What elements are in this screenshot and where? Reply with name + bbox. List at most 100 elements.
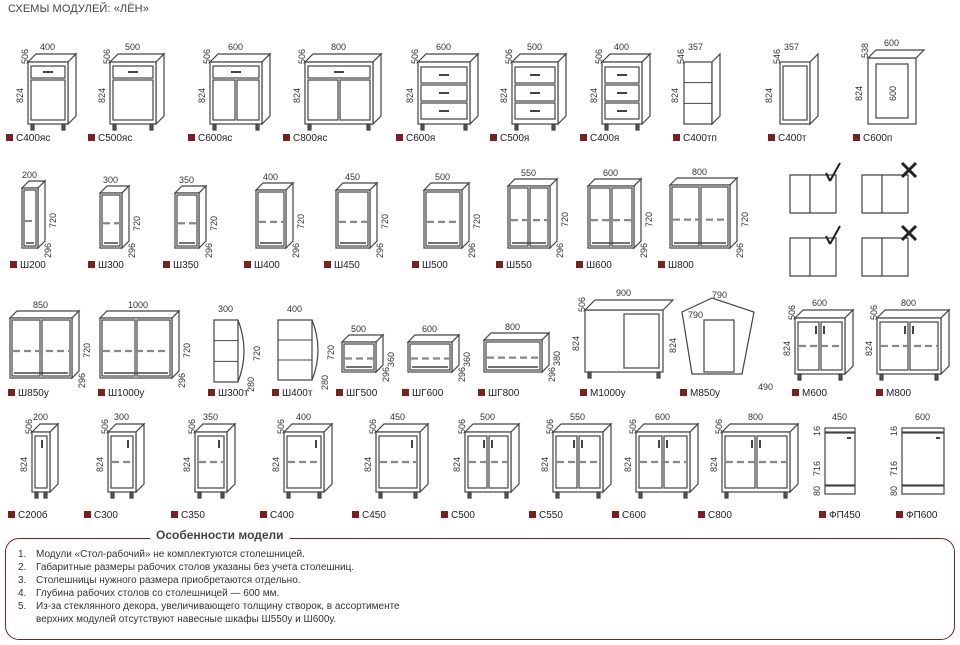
dimension-label: 506 xyxy=(24,418,34,434)
cabinet-top xyxy=(506,178,559,187)
dimension-label: 550 xyxy=(570,412,586,422)
dimension-label: 550 xyxy=(521,168,537,178)
cabinet-top xyxy=(98,310,181,319)
cabinet-side xyxy=(369,181,378,250)
cabinet-top xyxy=(406,334,461,343)
cabinet-side xyxy=(940,308,950,376)
module-marker-icon xyxy=(698,511,705,518)
dimension-label: 80 xyxy=(812,485,822,496)
module-code: М800 xyxy=(886,388,912,399)
door-front xyxy=(623,313,660,369)
module-code: С300 xyxy=(94,510,118,521)
cabinet-leg xyxy=(378,491,383,499)
module-label: ФП600 xyxy=(896,510,937,522)
dimension-label: 296 xyxy=(467,242,477,258)
cabinet-side xyxy=(469,52,479,126)
module-label: ШГ500 xyxy=(336,388,377,400)
rounded-side xyxy=(311,319,319,381)
cabinet-leg xyxy=(514,123,519,131)
cabinet-leg xyxy=(724,491,729,499)
module-label: ФП450 xyxy=(819,510,860,522)
module-label: Ш400т xyxy=(272,388,312,400)
check-icon xyxy=(825,235,831,245)
dimension-label: 80 xyxy=(889,485,899,496)
cabinet-leg xyxy=(551,123,556,131)
cabinet-side xyxy=(809,52,819,126)
door-front xyxy=(782,65,808,121)
cross-icon xyxy=(900,161,918,179)
door-front xyxy=(30,79,66,121)
door-front xyxy=(797,321,820,371)
cabinet-leg xyxy=(129,491,134,499)
note-item: 4.Глубина рабочих столов со столешницей … xyxy=(18,588,280,599)
module-label: С600я xyxy=(396,133,435,145)
note-item: верхних модулей отсутствуют навесные шка… xyxy=(36,614,337,625)
dimension-label: 720 xyxy=(132,215,142,231)
module-code: С350 xyxy=(181,510,205,521)
dimension-label: 824 xyxy=(19,456,29,472)
cabinet-leg xyxy=(420,123,425,131)
module-label: С400яс xyxy=(6,133,50,145)
front-panel xyxy=(901,432,945,486)
corner-scheme-part xyxy=(809,237,837,277)
module-schemes xyxy=(8,49,951,499)
cabinet-front xyxy=(683,61,713,125)
module-marker-icon xyxy=(163,261,170,268)
module-label: С300 xyxy=(84,510,118,522)
cabinet-front xyxy=(213,319,239,383)
cabinet-leg xyxy=(112,123,117,131)
dimension-label: 450 xyxy=(390,412,406,422)
dimension-label: 600 xyxy=(422,324,438,334)
module-label: Ш200 xyxy=(10,260,46,272)
cabinet-side xyxy=(171,309,180,380)
dimension-label: 300 xyxy=(103,175,119,185)
module-label: Ш300т xyxy=(208,388,248,400)
module-marker-icon xyxy=(171,511,178,518)
dimension-label: 360 xyxy=(386,351,396,367)
module-marker-icon xyxy=(658,261,665,268)
dimension-label: 824 xyxy=(182,456,192,472)
module-code: М1000у xyxy=(590,388,626,399)
dimension-label: 296 xyxy=(639,242,649,258)
dimension-label: 506 xyxy=(504,48,514,64)
dimension-label: 16 xyxy=(889,425,899,436)
cabinet-top xyxy=(303,53,383,63)
module-label: С600яс xyxy=(188,133,232,145)
module-marker-icon xyxy=(98,389,105,396)
dimension-label: 824 xyxy=(709,456,719,472)
cabinet-side xyxy=(557,52,567,126)
module-code: Ш300 xyxy=(98,260,124,271)
door-front xyxy=(589,187,611,247)
cabinet-leg xyxy=(879,373,884,381)
cabinet-leg xyxy=(656,371,661,379)
module-marker-icon xyxy=(441,511,448,518)
cabinet-leg xyxy=(463,123,468,131)
corner-scheme-part xyxy=(861,174,883,214)
cabinet-side xyxy=(198,184,207,250)
dimension-label: 500 xyxy=(125,42,141,52)
dimension-label: 600 xyxy=(603,168,619,178)
module-label: Ш500 xyxy=(412,260,448,272)
module-marker-icon xyxy=(244,261,251,268)
cabinet-top xyxy=(374,423,430,433)
module-code: ФП600 xyxy=(906,510,938,521)
module-label: Ш300 xyxy=(88,260,124,272)
module-label: Ш800 xyxy=(658,260,694,272)
check-icon xyxy=(829,225,841,245)
dimension-label: 824 xyxy=(499,87,509,103)
module-code: С200б xyxy=(18,510,48,521)
cabinet-side xyxy=(602,422,612,494)
dimension-label: 296 xyxy=(127,242,137,258)
dimension-label: 600 xyxy=(884,38,900,48)
dimension-label: 296 xyxy=(457,366,467,382)
cabinet-side xyxy=(711,52,721,126)
door-front xyxy=(236,79,260,121)
door-front xyxy=(101,319,136,377)
module-code: ШГ500 xyxy=(346,388,378,399)
dimension-label: 450 xyxy=(832,412,848,422)
door-front xyxy=(671,186,700,247)
module-marker-icon xyxy=(88,261,95,268)
dimension-label: 357 xyxy=(784,42,800,52)
dimension-label: 824 xyxy=(782,340,792,356)
corner-scheme-part xyxy=(789,237,811,277)
